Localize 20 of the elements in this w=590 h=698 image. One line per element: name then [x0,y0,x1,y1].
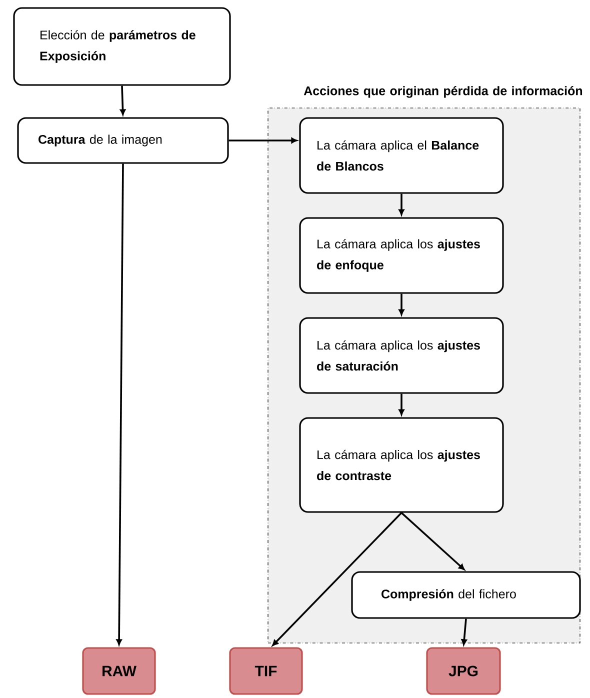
output-box: JPG [426,647,501,695]
panel-heading: Acciones que originan pérdida de información [304,86,582,98]
output-box: RAW [82,647,156,695]
process-box: La cámara aplica los ajustes de contraste [299,417,504,513]
arrow [228,138,298,144]
arrow [398,194,404,216]
arrow [461,618,467,646]
process-box: Elección de parámetros de Exposición [13,7,231,86]
arrow [398,394,404,416]
arrow [120,86,126,116]
output-box: TIF [229,647,303,695]
arrow [272,512,402,646]
process-box: Captura de la imagen [17,117,229,164]
arrow [398,294,404,316]
process-box: La cámara aplica los ajustes de saturación [299,317,504,394]
arrow [116,164,124,646]
process-box: Compresión del fichero [351,571,581,619]
process-box: La cámara aplica los ajustes de enfoque [299,217,504,294]
arrow [400,512,465,570]
process-box: La cámara aplica el Balance de Blancos [299,117,504,194]
